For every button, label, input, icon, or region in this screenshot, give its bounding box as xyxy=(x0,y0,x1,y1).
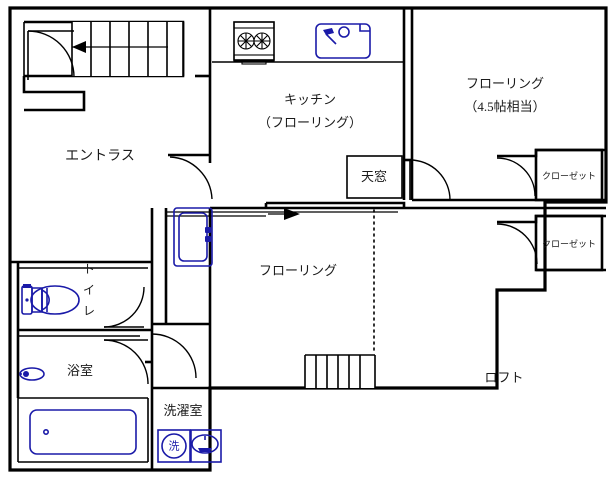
closet-upper-swing-door[interactable] xyxy=(496,157,536,197)
toilet-label-char-3: レ xyxy=(83,304,95,318)
kitchen-swing-door[interactable] xyxy=(404,158,451,201)
toilet-swing-door[interactable] xyxy=(103,286,145,328)
hallway-swing-door[interactable] xyxy=(151,333,197,379)
feature-label-skylight: 天窓 xyxy=(361,169,387,184)
entry-sink-unit xyxy=(173,207,213,267)
room-label-bathroom: 浴室 xyxy=(67,363,93,378)
room-label-kitchen-line2: （フローリング） xyxy=(258,115,362,130)
room-label-laundry: 洗濯室 xyxy=(163,403,202,418)
room-label-loft: ロフト xyxy=(484,370,523,385)
room-label-toilet: ト イ レ xyxy=(83,262,95,318)
closet-lower: クローゼット xyxy=(496,214,606,272)
closet-label-upper: クローゼット xyxy=(542,170,596,181)
bathroom-swing-door[interactable] xyxy=(103,339,149,385)
room-label-kitchen-line1: キッチン xyxy=(284,92,336,107)
washing-machine-label: 洗 xyxy=(169,440,180,453)
entrance-inner-swing-door[interactable] xyxy=(168,153,213,200)
entrance-swing-door[interactable] xyxy=(27,30,75,80)
kitchen-area xyxy=(212,8,406,200)
room-label-entrance: エントラス xyxy=(65,149,135,164)
bathtub xyxy=(29,409,137,455)
living-entry-arrow xyxy=(166,208,398,220)
room-label-flooring45-line1: フローリング xyxy=(466,76,544,91)
closet-lower-swing-door[interactable] xyxy=(496,223,538,265)
gas-stove-two-burner xyxy=(233,21,275,65)
closet-upper: クローゼット xyxy=(496,148,606,202)
entrance-staircase xyxy=(71,22,184,76)
room-label-living: フローリング xyxy=(259,263,337,278)
toilet-label-char-1: ト xyxy=(83,262,95,276)
wet-area-walls xyxy=(10,208,210,470)
shower-head xyxy=(19,367,45,381)
toilet-fixture xyxy=(21,284,80,315)
toilet-label-char-2: イ xyxy=(83,283,95,297)
kitchen-sink xyxy=(315,23,371,59)
closet-label-lower: クローゼット xyxy=(542,238,596,249)
loft-staircase xyxy=(304,354,376,388)
room-label-flooring45-line2: （4.5帖相当） xyxy=(464,99,545,114)
vanity-sink xyxy=(190,429,222,463)
skylight-box: 天窓 xyxy=(346,155,403,199)
outer-walls xyxy=(8,6,608,472)
washing-machine: 洗 xyxy=(157,429,191,463)
